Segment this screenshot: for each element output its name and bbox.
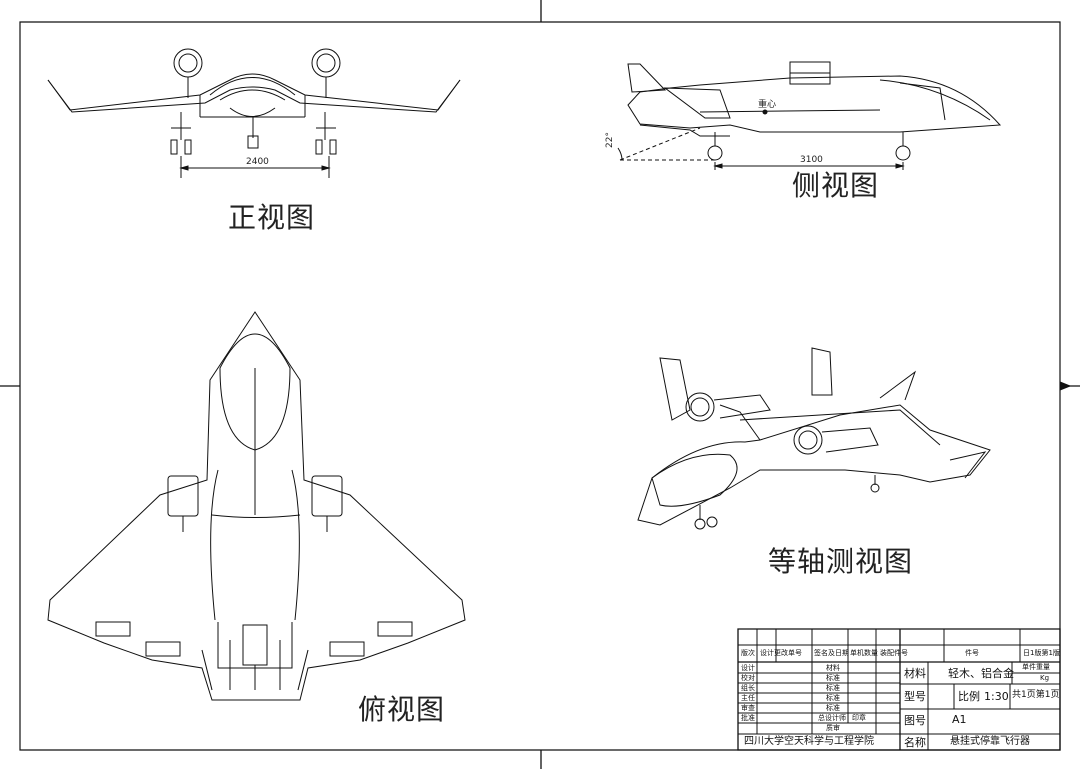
tb-val-drawing-no: A1: [952, 713, 967, 726]
iso-view-label: 等轴测视图: [768, 545, 914, 578]
tb-lbl-unit-weight: 单件重量: [1022, 663, 1050, 671]
front-dim-2400: 2400: [246, 157, 269, 167]
tb-h-assembly-part: 装配件号: [880, 649, 908, 657]
tb-h-sign-date: 签名及日期: [814, 649, 849, 657]
tb-r-check: 校对: [741, 674, 755, 682]
side-view-drawing: [618, 62, 1000, 170]
tb-lbl-material: 材料: [904, 667, 926, 680]
tb-r-group: 组长: [741, 684, 755, 692]
tb-r-approve: 批准: [741, 714, 755, 722]
tb-h-page: 日1版第1版: [1023, 649, 1060, 657]
side-view-label: 侧视图: [792, 169, 880, 202]
tb-c-std2: 标准: [826, 684, 840, 692]
tb-institution: 四川大学空天科学与工程学院: [744, 736, 874, 747]
sheet-border: [20, 22, 1060, 750]
side-dim-3100: 3100: [800, 155, 823, 165]
tb-c-chief-designer: 总设计师: [818, 714, 846, 722]
tb-c-std3: 标准: [826, 694, 840, 702]
tb-lbl-name: 名称: [904, 736, 926, 749]
tb-val-name: 悬挂式停靠飞行器: [950, 736, 1030, 747]
side-dim-angle: 22°: [605, 132, 615, 148]
tb-val-material: 轻木、铝合金: [948, 667, 1014, 680]
tb-lbl-model: 型号: [904, 690, 926, 703]
tb-val-scale-label: 比例: [958, 690, 980, 703]
top-view-label: 俯视图: [358, 693, 446, 726]
tb-r-design: 设计: [741, 664, 755, 672]
tb-h-design-change: 设计更改单号: [760, 649, 802, 657]
front-view-label: 正视图: [228, 201, 316, 234]
tb-r-chief: 主任: [741, 694, 755, 702]
tb-c-stamp: 印章: [852, 714, 866, 722]
tb-h-unit-qty: 单机数量: [850, 649, 878, 657]
orientation-arrow: [1060, 382, 1070, 390]
tb-val-unit-weight: Kg: [1040, 674, 1050, 682]
tb-c-material: 材料: [826, 664, 840, 672]
top-view-drawing: [48, 312, 465, 700]
front-view-drawing: [48, 49, 460, 178]
tb-lbl-drawing-no: 图号: [904, 714, 926, 727]
iso-view-drawing: [638, 348, 990, 529]
tb-r-review: 审查: [741, 704, 755, 712]
title-block-grid: [738, 629, 1060, 750]
tb-val-pages: 共1页第1页: [1012, 690, 1060, 700]
tb-h-part-no: 件号: [965, 649, 979, 657]
side-cg-label: 重心: [758, 98, 776, 110]
tb-c-std1: 标准: [826, 674, 840, 682]
tb-c-audit: 质审: [826, 724, 840, 732]
tb-val-scale: 1:30: [984, 690, 1009, 703]
tb-h-version: 版次: [741, 649, 755, 657]
tb-c-std4: 标准: [826, 704, 840, 712]
